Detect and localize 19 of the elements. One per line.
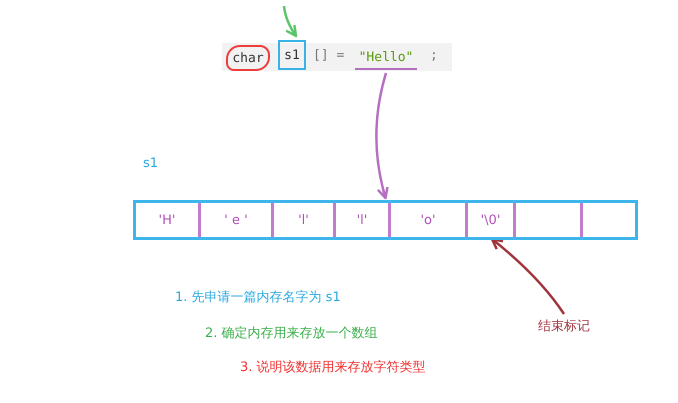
- array-name: s1: [143, 156, 158, 171]
- array-cell: 'o': [391, 203, 468, 237]
- code-text: ;: [430, 48, 438, 63]
- array-cell: 'H': [136, 203, 201, 237]
- note-text: 3. 说明该数据用来存放字符类型: [240, 359, 426, 376]
- array-cell: '\0': [468, 203, 516, 237]
- array-cell: 'l': [336, 203, 391, 237]
- arrow: [282, 6, 298, 38]
- note-text: 1. 先申请一篇内存名字为 s1: [175, 289, 341, 306]
- array-cell: 'l': [274, 203, 336, 237]
- string-literal: "Hello": [355, 46, 417, 70]
- code-text: [] =: [313, 48, 344, 63]
- arrow: [490, 238, 566, 315]
- array-cell: ' e ': [201, 203, 274, 237]
- end-marker-label: 结束标记: [526, 316, 602, 336]
- arrow: [375, 72, 389, 200]
- variable-box: s1: [278, 40, 306, 70]
- note-text: 2. 确定内存用来存放一个数组: [205, 325, 378, 342]
- array-band: [133, 200, 638, 240]
